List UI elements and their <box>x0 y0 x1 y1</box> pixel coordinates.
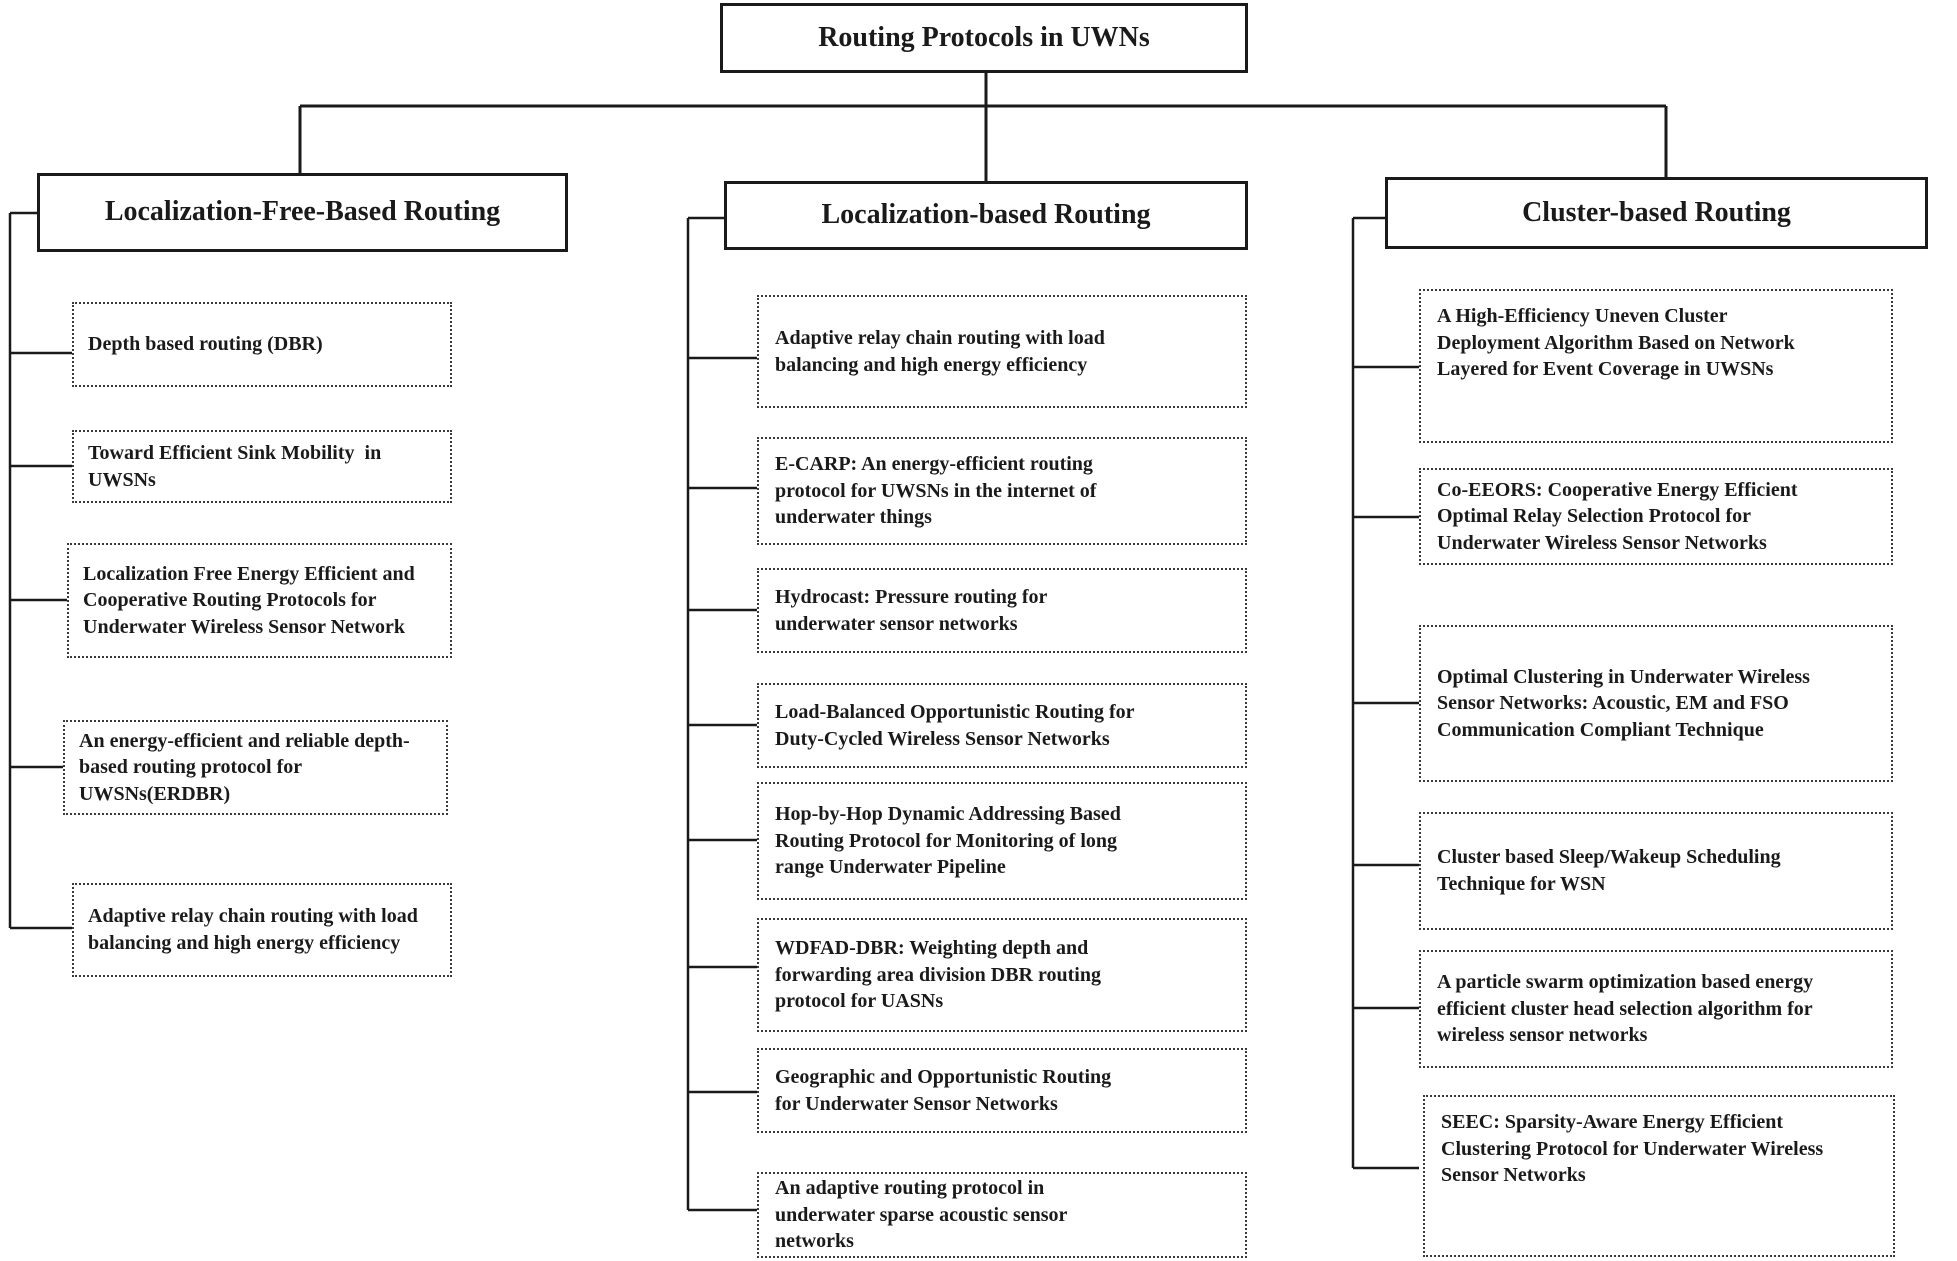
node-hydrocast-label: Hydrocast: Pressure routing for underwat… <box>775 585 1053 635</box>
node-pso-cluster-head-label: A particle swarm optimization based ener… <box>1437 971 1819 1047</box>
node-erdbr: An energy-efficient and reliable depth-b… <box>63 720 448 815</box>
node-erdbr-label: An energy-efficient and reliable depth-b… <box>79 729 410 805</box>
column-header-localization-based-label: Localization-based Routing <box>821 199 1151 231</box>
node-wdfad-dbr: WDFAD-DBR: Weighting depth and forwardin… <box>757 918 1247 1032</box>
column-header-localization-free-label: Localization-Free-Based Routing <box>104 196 501 228</box>
column-header-localization-free: Localization-Free-Based Routing <box>37 173 568 252</box>
node-optimal-clustering-label: Optimal Clustering in Underwater Wireles… <box>1437 665 1815 741</box>
node-ecarp: E-CARP: An energy-efficient routing prot… <box>757 437 1247 545</box>
node-co-eeors-label: Co-EEORS: Cooperative Energy Efficient O… <box>1437 478 1803 554</box>
node-adaptive-relay-chain-label: Adaptive relay chain routing with load b… <box>775 326 1110 376</box>
node-wdfad-dbr-label: WDFAD-DBR: Weighting depth and forwardin… <box>775 937 1106 1013</box>
column-header-cluster-based: Cluster-based Routing <box>1385 177 1928 249</box>
node-pso-cluster-head: A particle swarm optimization based ener… <box>1419 950 1893 1068</box>
column-header-localization-based: Localization-based Routing <box>724 181 1248 250</box>
node-uneven-cluster-deployment: A High-Efficiency Uneven Cluster Deploym… <box>1419 289 1893 443</box>
node-loc-free-energy-efficient: Localization Free Energy Efficient and C… <box>67 543 452 658</box>
root-node: Routing Protocols in UWNs <box>720 3 1248 73</box>
node-hop-by-hop: Hop-by-Hop Dynamic Addressing Based Rout… <box>757 782 1247 900</box>
node-adaptive-relay-chain-left-label: Adaptive relay chain routing with load b… <box>88 905 423 954</box>
node-optimal-clustering: Optimal Clustering in Underwater Wireles… <box>1419 625 1893 782</box>
node-hydrocast: Hydrocast: Pressure routing for underwat… <box>757 568 1247 653</box>
node-geographic-opportunistic: Geographic and Opportunistic Routing for… <box>757 1048 1247 1133</box>
node-seec-label: SEEC: Sparsity-Aware Energy Efficient Cl… <box>1441 1111 1829 1187</box>
node-dbr-label: Depth based routing (DBR) <box>88 333 323 356</box>
root-node-label: Routing Protocols in UWNs <box>818 21 1150 53</box>
node-co-eeors: Co-EEORS: Cooperative Energy Efficient O… <box>1419 468 1893 565</box>
node-loc-free-energy-efficient-label: Localization Free Energy Efficient and C… <box>83 562 420 638</box>
node-sleep-wakeup-label: Cluster based Sleep/Wakeup Scheduling Te… <box>1437 846 1786 895</box>
node-hop-by-hop-label: Hop-by-Hop Dynamic Addressing Based Rout… <box>775 803 1126 879</box>
node-load-balanced-label: Load-Balanced Opportunistic Routing for … <box>775 700 1140 750</box>
node-dbr: Depth based routing (DBR) <box>72 302 452 387</box>
node-uneven-cluster-deployment-label: A High-Efficiency Uneven Cluster Deploym… <box>1437 305 1800 381</box>
node-adaptive-relay-chain-left: Adaptive relay chain routing with load b… <box>72 883 452 977</box>
node-seec: SEEC: Sparsity-Aware Energy Efficient Cl… <box>1423 1095 1895 1257</box>
node-sink-mobility: Toward Efficient Sink Mobility in UWSNs <box>72 430 452 503</box>
node-geographic-opportunistic-label: Geographic and Opportunistic Routing for… <box>775 1065 1117 1115</box>
node-adaptive-sparse-label: An adaptive routing protocol in underwat… <box>775 1177 1073 1253</box>
node-ecarp-label: E-CARP: An energy-efficient routing prot… <box>775 453 1102 529</box>
node-adaptive-sparse: An adaptive routing protocol in underwat… <box>757 1172 1247 1258</box>
node-adaptive-relay-chain: Adaptive relay chain routing with load b… <box>757 295 1247 408</box>
node-sink-mobility-label: Toward Efficient Sink Mobility in UWSNs <box>88 441 387 491</box>
node-load-balanced: Load-Balanced Opportunistic Routing for … <box>757 683 1247 768</box>
node-sleep-wakeup: Cluster based Sleep/Wakeup Scheduling Te… <box>1419 812 1893 930</box>
column-header-cluster-based-label: Cluster-based Routing <box>1522 196 1791 228</box>
